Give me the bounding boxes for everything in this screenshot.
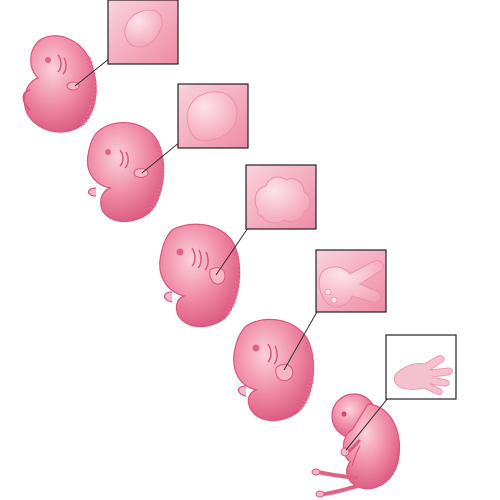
stage-4-embryo	[233, 318, 315, 422]
stage-5-leader-line	[345, 397, 389, 451]
stage-5-hand-shape	[393, 355, 453, 395]
stage-3-embryo	[159, 223, 241, 328]
stage-1-group	[22, 0, 179, 133]
stage-5-group	[311, 334, 457, 498]
stage-5-inset	[385, 334, 457, 400]
stage-3-group	[159, 164, 317, 328]
stage-2-embryo	[86, 122, 165, 223]
stage-3-inset	[245, 164, 317, 230]
stage-4-separating-digits-shape	[318, 260, 384, 308]
stage-3-leader-line	[215, 227, 249, 276]
stage-1-limb-bud-shape	[124, 9, 163, 48]
stage-5-embryo	[311, 393, 401, 498]
stage-4-leader-line	[283, 309, 319, 371]
stage-2-leader-line	[141, 141, 181, 174]
stage-2-group	[86, 83, 249, 223]
stage-4-group	[233, 249, 387, 422]
stage-4-inset	[315, 249, 387, 313]
stage-1-leader-line	[74, 57, 111, 87]
stage-3-digital-plate-shape	[254, 176, 311, 224]
stage-2-paddle-shape	[186, 91, 238, 141]
stage-2-inset	[177, 83, 249, 149]
stage-1-embryo	[22, 35, 97, 133]
stage-1-inset	[107, 0, 179, 65]
